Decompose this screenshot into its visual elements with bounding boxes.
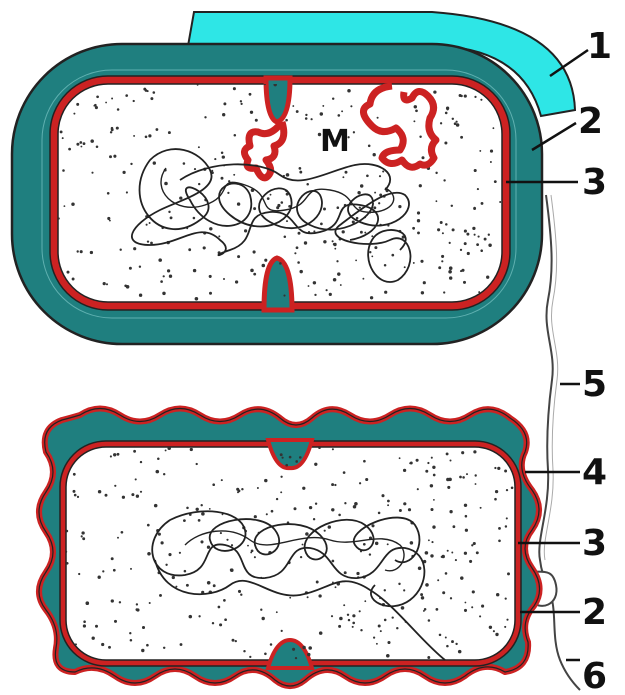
label-1-capsule: 1 <box>587 26 612 67</box>
label-4-outer-membrane: 4 <box>582 452 607 493</box>
top-septum-lower <box>264 258 292 310</box>
label-3-inner-membrane: 3 <box>582 523 607 564</box>
labels: 1 2 3 5 4 3 2 6 <box>578 26 612 695</box>
mesosome-label: M <box>320 124 350 159</box>
label-3-membrane: 3 <box>582 162 607 203</box>
top-cell: M <box>12 12 575 344</box>
label-5-flagellum: 5 <box>582 364 607 405</box>
label-6-flagellar-base: 6 <box>582 656 607 695</box>
flagellum <box>539 195 580 690</box>
label-2-cell-wall: 2 <box>578 101 603 142</box>
top-septum-upper <box>266 78 290 122</box>
label-2-peptidoglycan: 2 <box>582 592 607 633</box>
